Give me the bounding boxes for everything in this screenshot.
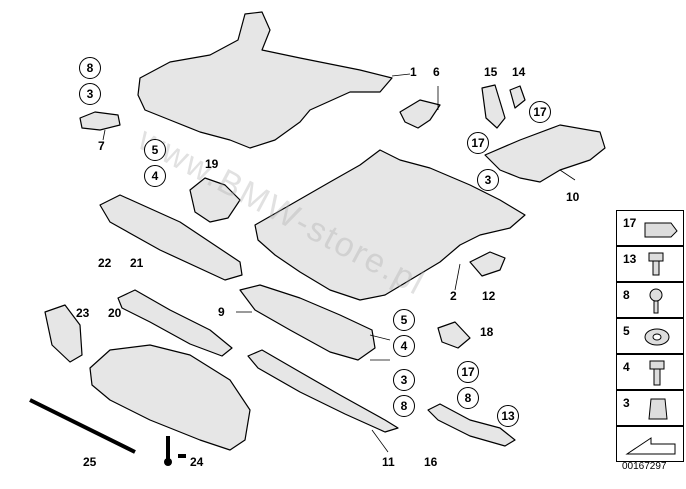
callout-15: 15 [484, 65, 498, 79]
tag-bottom-13: 13 [497, 405, 519, 427]
tag-left-5: 5 [144, 139, 166, 161]
image-code: 00167297 [622, 461, 667, 472]
bolt-icon [649, 360, 665, 386]
part-16-strip [427, 403, 516, 447]
callout-19: 19 [205, 157, 219, 171]
callout-25: 25 [83, 455, 97, 469]
tag-right-3: 3 [477, 169, 499, 191]
nut-icon [648, 398, 668, 420]
callout-14: 14 [512, 65, 526, 79]
arrow-icon [625, 437, 676, 455]
part-9-duct [239, 284, 376, 361]
part-7-clip [79, 111, 121, 131]
callout-20: 20 [108, 306, 122, 320]
callout-7: 7 [98, 139, 105, 153]
tag-center-5: 5 [393, 309, 415, 331]
part-6-bracket [399, 99, 441, 129]
part-20-shield [89, 344, 251, 451]
part-23-bracket [44, 304, 83, 363]
callout-1: 1 [410, 65, 417, 79]
part-15-bracket [481, 84, 506, 129]
callout-16: 16 [424, 455, 438, 469]
tag-center-4: 4 [393, 335, 415, 357]
clip-icon [644, 222, 678, 238]
tag-right-17b: 17 [467, 132, 489, 154]
callout-9: 9 [218, 305, 225, 319]
legend-item-8: 8 [616, 282, 684, 318]
part-12-cap [469, 251, 506, 277]
callout-21: 21 [130, 256, 144, 270]
callout-11: 11 [382, 455, 395, 469]
push-rivet-icon [648, 252, 664, 276]
part-18-bracket [437, 321, 471, 349]
legend-item-5: 5 [616, 318, 684, 354]
part-2-panel [254, 149, 526, 301]
legend-item-3: 3 [616, 390, 684, 426]
part-24-screws [164, 436, 186, 466]
part-11-strip [247, 349, 399, 433]
part-25-rod [29, 398, 136, 454]
callout-12: 12 [482, 289, 496, 303]
screw-icon [649, 288, 663, 314]
callout-10: 10 [566, 190, 580, 204]
callout-6: 6 [433, 65, 440, 79]
part-21-bar [117, 289, 233, 357]
callout-18: 18 [480, 325, 494, 339]
tag-left-4: 4 [144, 165, 166, 187]
tag-right-17c: 17 [457, 361, 479, 383]
tag-center-8: 8 [393, 395, 415, 417]
tag-top-left-3: 3 [79, 83, 101, 105]
callout-24: 24 [190, 455, 204, 469]
legend-item-4: 4 [616, 354, 684, 390]
fastener-legend: 17 13 8 5 4 3 [616, 210, 684, 472]
part-1-shield [137, 11, 393, 149]
callout-2: 2 [450, 289, 457, 303]
tag-right-17a: 17 [529, 101, 551, 123]
legend-item-17: 17 [616, 210, 684, 246]
part-22-duct [99, 194, 243, 281]
part-19-bracket [189, 177, 241, 223]
tag-top-left-8: 8 [79, 57, 101, 79]
tag-center-3: 3 [393, 369, 415, 391]
callout-22: 22 [98, 256, 112, 270]
part-10-plate [484, 124, 606, 183]
legend-item-13: 13 [616, 246, 684, 282]
washer-icon [644, 328, 670, 346]
callout-23: 23 [76, 306, 90, 320]
tag-right-8: 8 [457, 387, 479, 409]
part-14-clip [509, 85, 526, 109]
legend-arrow-cell [616, 426, 684, 462]
leader-lines [102, 73, 576, 453]
